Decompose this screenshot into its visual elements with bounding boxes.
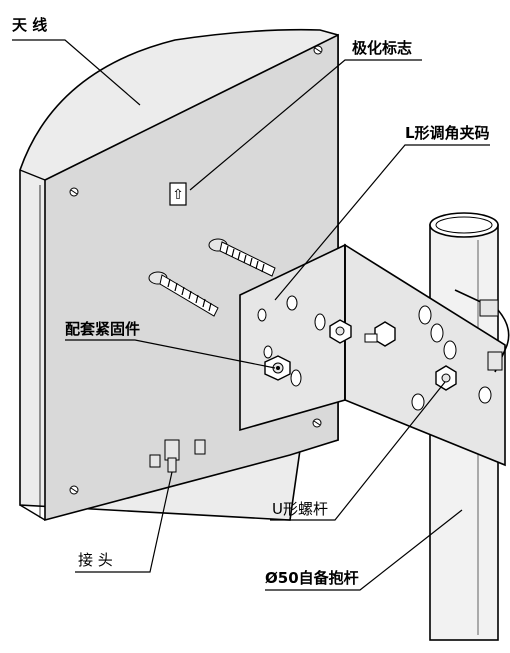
panel-screw-top-right — [313, 45, 323, 55]
label-antenna: 天 线 — [12, 16, 48, 34]
leader-polarization — [189, 59, 422, 191]
leader-connector — [75, 471, 173, 573]
leader-lines — [12, 39, 490, 591]
label-polarization-mark: 极化标志 — [352, 39, 413, 57]
label-connector: 接 头 — [78, 551, 113, 569]
polarization-mark-box: ⇧ — [169, 182, 187, 206]
leader-u-bolt — [270, 381, 446, 521]
panel-screw-bottom-left — [69, 485, 79, 495]
hex-nut-side — [364, 321, 396, 347]
threaded-stud-upper — [208, 238, 276, 277]
polarization-arrow-icon: ⇧ — [172, 187, 184, 203]
leader-pole — [265, 509, 463, 591]
threaded-stud-lower — [148, 271, 219, 317]
leader-antenna — [12, 39, 141, 106]
hex-nut-middle — [329, 319, 352, 344]
panel-screw-top-left — [69, 187, 79, 197]
u-bolt-nut — [435, 365, 457, 391]
label-pole: Ø50自备抱杆 — [265, 569, 359, 587]
label-u-bolt: U形螺杆 — [272, 500, 328, 518]
label-l-bracket: L形调角夹码 — [405, 124, 490, 142]
l-bracket — [239, 243, 510, 467]
label-fasteners: 配套紧固件 — [65, 320, 141, 338]
hex-nut-front — [264, 355, 291, 381]
connector — [149, 439, 206, 473]
leader-l-bracket — [274, 144, 490, 301]
panel-screw-bottom-right — [312, 418, 322, 428]
leader-fasteners — [65, 339, 276, 369]
